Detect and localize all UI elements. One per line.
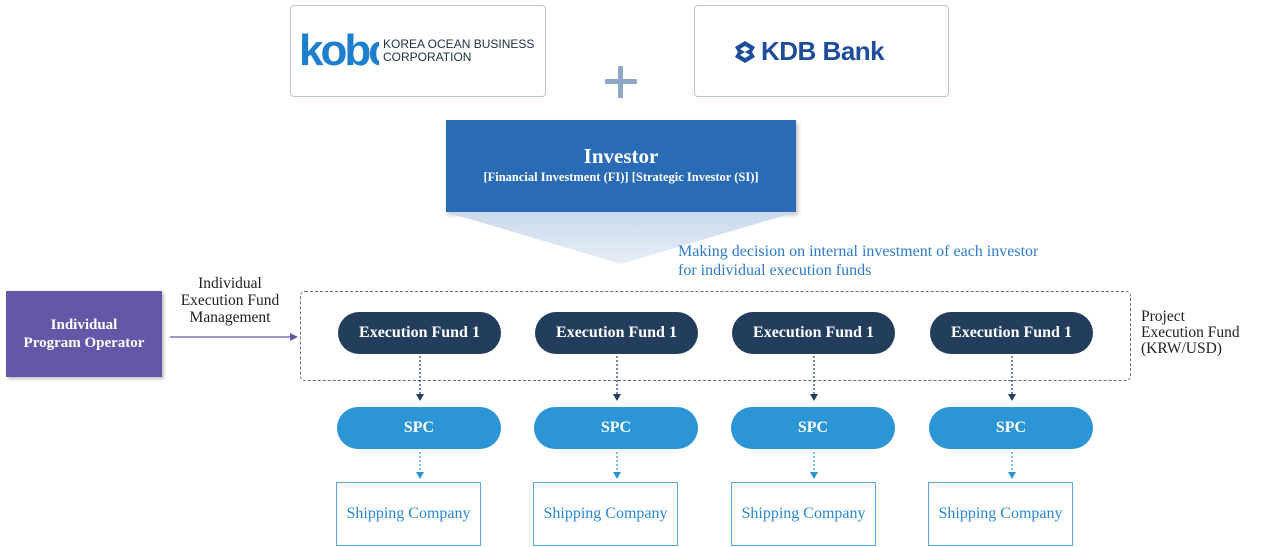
kobc-name-line1: KOREA OCEAN BUSINESS: [383, 37, 535, 51]
fund-management-line2: Execution Fund: [180, 292, 280, 309]
kobc-logo-mark: kobc: [299, 28, 379, 74]
shipping-company-box: Shipping Company: [928, 482, 1073, 546]
management-arrow: [170, 333, 298, 341]
investor-title: Investor: [583, 144, 659, 168]
execution-fund-pill: Execution Fund 1: [338, 312, 501, 354]
kobc-mark-text: kobc: [299, 28, 379, 74]
project-fund-line1: Project: [1141, 308, 1185, 325]
spc-to-company-arrow: [613, 452, 621, 479]
program-operator-line1: Individual: [50, 317, 118, 333]
execution-fund-pill: Execution Fund 1: [732, 312, 895, 354]
kobc-logo-box: kobc KOREA OCEAN BUSINESS CORPORATION: [290, 5, 546, 97]
investor-funnel-shape: [446, 212, 796, 264]
kobc-name-line2: CORPORATION: [383, 50, 472, 64]
decision-note-line2: for individual execution funds: [678, 262, 872, 279]
fund-management-line3: Management: [189, 309, 271, 326]
kdb-logo-text: KDB Bank: [761, 36, 885, 66]
investor-box: Investor [Financial Investment (FI)] [St…: [446, 120, 796, 212]
decision-note: Making decision on internal investment o…: [678, 242, 1038, 280]
project-fund-line2: Execution Fund: [1141, 324, 1240, 341]
spc-pill: SPC: [534, 407, 698, 449]
execution-fund-pill: Execution Fund 1: [930, 312, 1093, 354]
shipping-company-box: Shipping Company: [533, 482, 678, 546]
fund-management-line1: Individual: [198, 275, 262, 292]
fund-management-label: Individual Execution Fund Management: [165, 275, 295, 326]
spc-to-company-arrow: [810, 452, 818, 479]
spc-to-company-arrow: [1008, 452, 1016, 479]
fund-to-spc-arrow: [613, 356, 621, 401]
program-operator-box: Individual Program Operator: [6, 291, 162, 377]
plus-icon: [605, 66, 637, 98]
spc-to-company-arrow: [416, 452, 424, 479]
spc-pill: SPC: [929, 407, 1093, 449]
program-operator-line2: Program Operator: [23, 335, 145, 351]
investor-subtitle: [Financial Investment (FI)] [Strategic I…: [483, 170, 759, 184]
project-execution-fund-group: [300, 291, 1131, 381]
project-execution-fund-label: Project Execution Fund (KRW/USD): [1141, 309, 1240, 357]
shipping-company-box: Shipping Company: [336, 482, 481, 546]
shipping-company-box: Shipping Company: [731, 482, 876, 546]
decision-note-line1: Making decision on internal investment o…: [678, 243, 1039, 260]
spc-pill: SPC: [731, 407, 895, 449]
execution-fund-pill: Execution Fund 1: [535, 312, 698, 354]
project-fund-line3: (KRW/USD): [1141, 340, 1222, 357]
kdb-logo-box: KDB Bank: [694, 5, 949, 97]
fund-to-spc-arrow: [1008, 356, 1016, 401]
fund-to-spc-arrow: [416, 356, 424, 401]
fund-to-spc-arrow: [810, 356, 818, 401]
spc-pill: SPC: [337, 407, 501, 449]
kdb-logo-mark-icon: [735, 41, 755, 63]
